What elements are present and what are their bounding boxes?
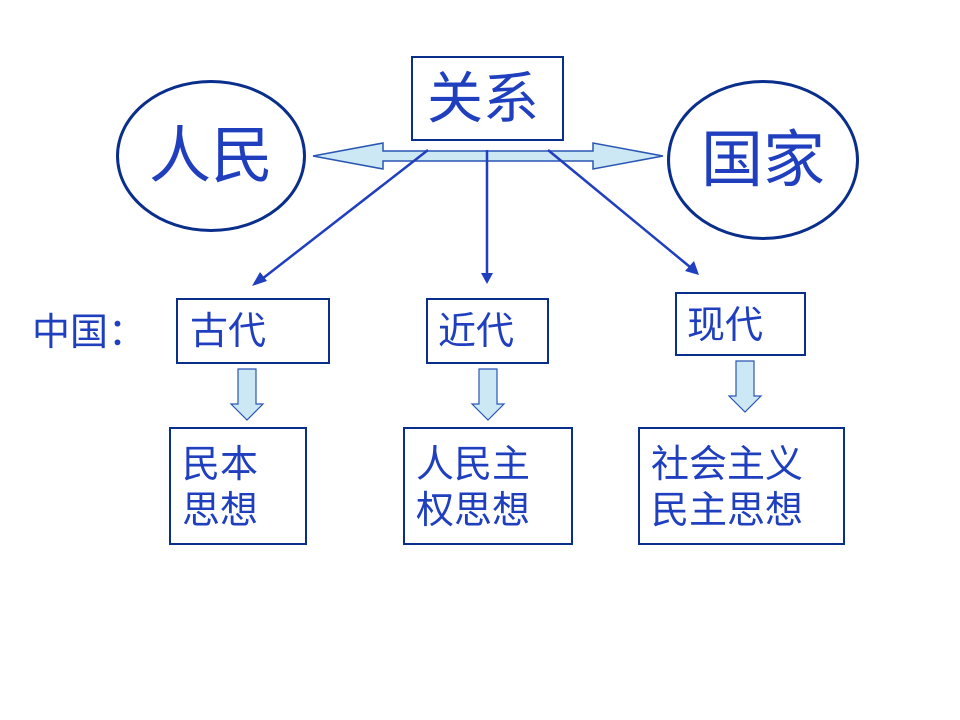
thought-ancient-line-1: 民本 [182, 442, 259, 486]
thought-box-modern: 人民主 权思想 [403, 427, 573, 545]
relation-label: 关系 [427, 67, 539, 132]
era-label-modern: 近代 [438, 309, 515, 353]
era-box-modern: 近代 [426, 298, 549, 364]
down-arrow-modern [470, 368, 506, 421]
thought-contemporary-line-2: 民主思想 [651, 488, 804, 532]
thought-box-contemporary: 社会主义 民主思想 [638, 427, 845, 545]
arrowhead-ancient [252, 272, 267, 286]
state-ellipse: 国家 [667, 80, 859, 240]
thought-modern-line-1: 人民主 [416, 442, 531, 486]
people-label: 人民 [148, 119, 273, 192]
down-arrow-contemporary [727, 360, 763, 413]
era-box-ancient: 古代 [176, 298, 330, 364]
era-box-contemporary: 现代 [675, 292, 806, 356]
thought-box-ancient: 民本 思想 [169, 427, 307, 545]
arrowhead-contemporary [685, 261, 699, 275]
people-ellipse: 人民 [116, 80, 306, 232]
relation-box: 关系 [411, 56, 564, 141]
down-arrow-ancient [229, 368, 265, 421]
arrow-to-contemporary [547, 149, 691, 268]
china-label: 中国： [32, 310, 147, 354]
thought-modern-line-2: 权思想 [416, 488, 531, 532]
era-label-contemporary: 现代 [687, 303, 764, 347]
thought-contemporary-line-1: 社会主义 [651, 442, 804, 486]
arrow-to-ancient [261, 149, 429, 280]
state-label: 国家 [700, 123, 825, 196]
thought-ancient-line-2: 思想 [182, 488, 259, 532]
era-label-ancient: 古代 [190, 309, 267, 353]
arrowhead-modern [481, 273, 493, 284]
